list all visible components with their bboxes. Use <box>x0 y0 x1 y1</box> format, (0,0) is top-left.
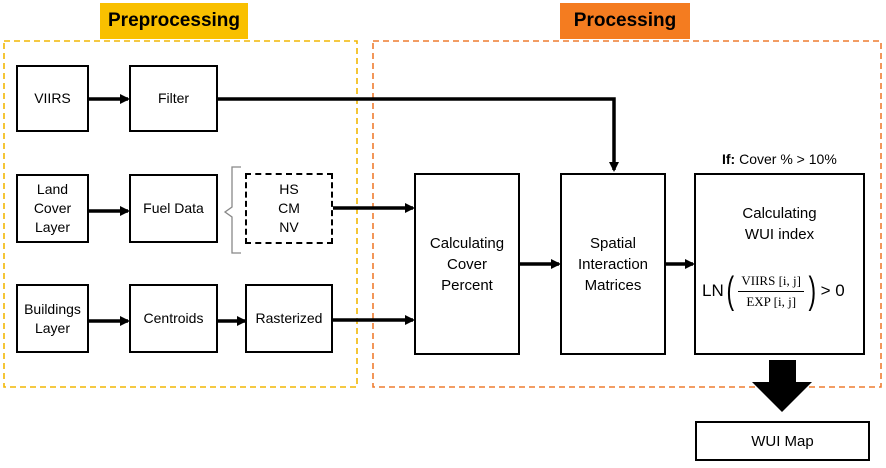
formula-numerator: VIIRS [i, j] <box>738 273 804 292</box>
land-cover-box: Land Cover Layer <box>16 174 89 243</box>
preprocessing-label: Preprocessing <box>100 3 248 39</box>
fuel-class-cm: CM <box>278 200 300 217</box>
wui-map-box: WUI Map <box>695 421 870 461</box>
fuel-data-box: Fuel Data <box>129 174 218 243</box>
centroids-box: Centroids <box>129 284 218 353</box>
fuel-class-nv: NV <box>279 218 299 235</box>
preprocessing-region <box>3 40 358 388</box>
fuel-classes-brace <box>223 166 241 254</box>
cover-percent-box: Calculating Cover Percent <box>414 173 520 355</box>
processing-region <box>372 40 882 388</box>
wui-index-box: Calculating WUI index <box>694 173 865 355</box>
viirs-box: VIIRS <box>16 65 89 132</box>
left-paren-icon: ( <box>726 270 734 312</box>
rasterized-box: Rasterized <box>245 284 333 353</box>
formula-comparison: > 0 <box>820 281 845 300</box>
wui-index-title: Calculating WUI index <box>742 205 817 243</box>
filter-box: Filter <box>129 65 218 132</box>
arrow-filter-to-spatial <box>218 97 619 172</box>
condition-text: Cover % > 10% <box>739 151 837 167</box>
condition-prefix: If: <box>722 151 736 167</box>
down-arrow-to-map <box>752 360 812 412</box>
wui-formula: LN ( VIIRS [i, j] EXP [i, j] ) > 0 <box>702 272 845 310</box>
cover-condition: If: Cover % > 10% <box>722 151 837 167</box>
fuel-class-hs: HS <box>279 181 299 198</box>
right-paren-icon: ) <box>808 270 817 312</box>
formula-denominator: EXP [i, j] <box>746 293 797 309</box>
formula-ln: LN <box>702 281 724 300</box>
formula-fraction: VIIRS [i, j] EXP [i, j] <box>738 273 804 310</box>
processing-label: Processing <box>560 3 690 39</box>
spatial-interaction-box: Spatial Interaction Matrices <box>560 173 666 355</box>
fuel-classes-box: HS CM NV <box>245 173 333 244</box>
buildings-box: Buildings Layer <box>16 284 89 353</box>
